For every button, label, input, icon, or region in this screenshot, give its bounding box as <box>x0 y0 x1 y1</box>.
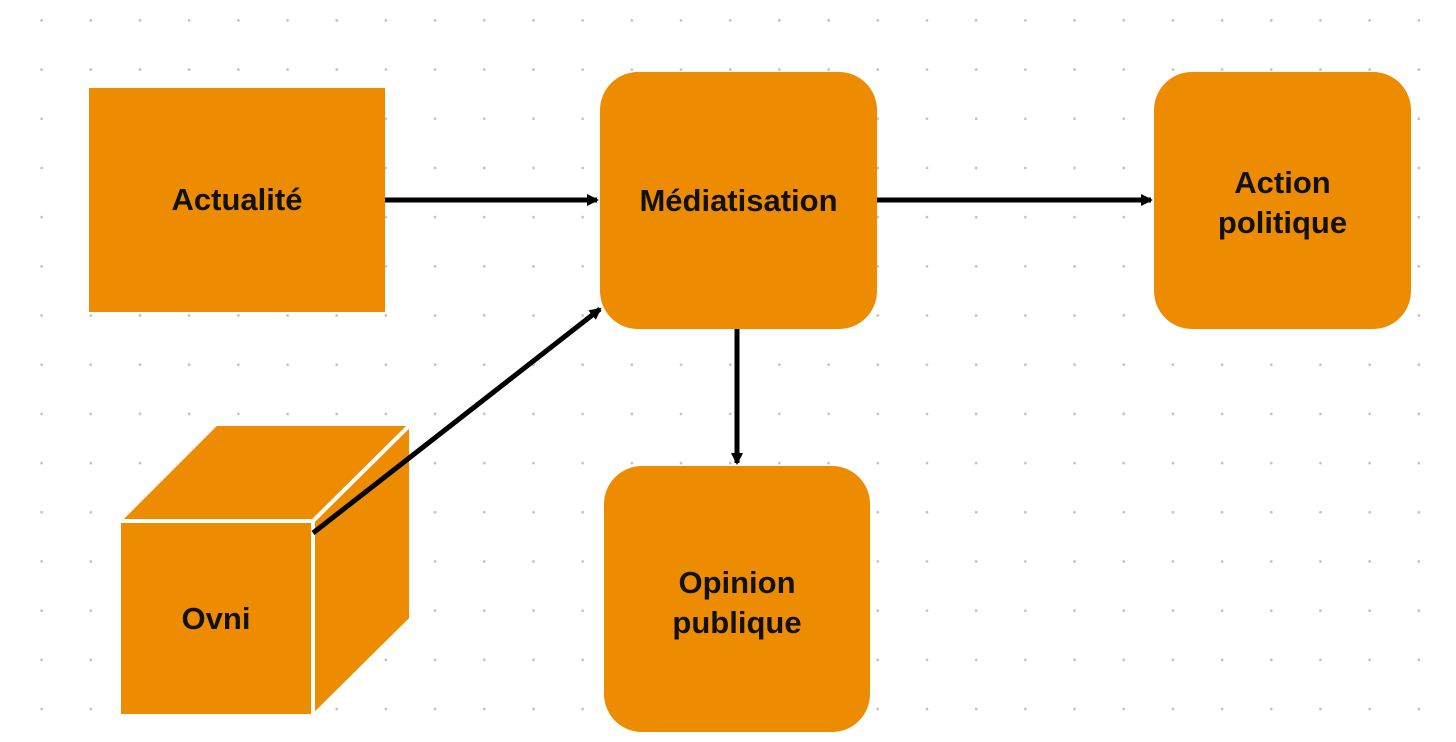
node-mediatisation[interactable]: Médiatisation <box>600 72 877 329</box>
cube-front-face <box>117 519 315 718</box>
node-action-politique-label: Action politique <box>1217 164 1348 240</box>
node-actualite[interactable]: Actualité <box>89 88 385 312</box>
node-opinion-publique-label: Opinion publique <box>672 565 802 640</box>
edge-ovni-to-mediatisation[interactable] <box>311 307 602 535</box>
node-ovni-cube[interactable] <box>117 422 413 718</box>
node-action-politique[interactable]: Action politique <box>1154 72 1411 329</box>
node-mediatisation-label: Médiatisation <box>639 182 838 218</box>
node-actualite-label: Actualité <box>171 182 303 217</box>
node-opinion-publique[interactable]: Opinion publique <box>604 466 870 732</box>
